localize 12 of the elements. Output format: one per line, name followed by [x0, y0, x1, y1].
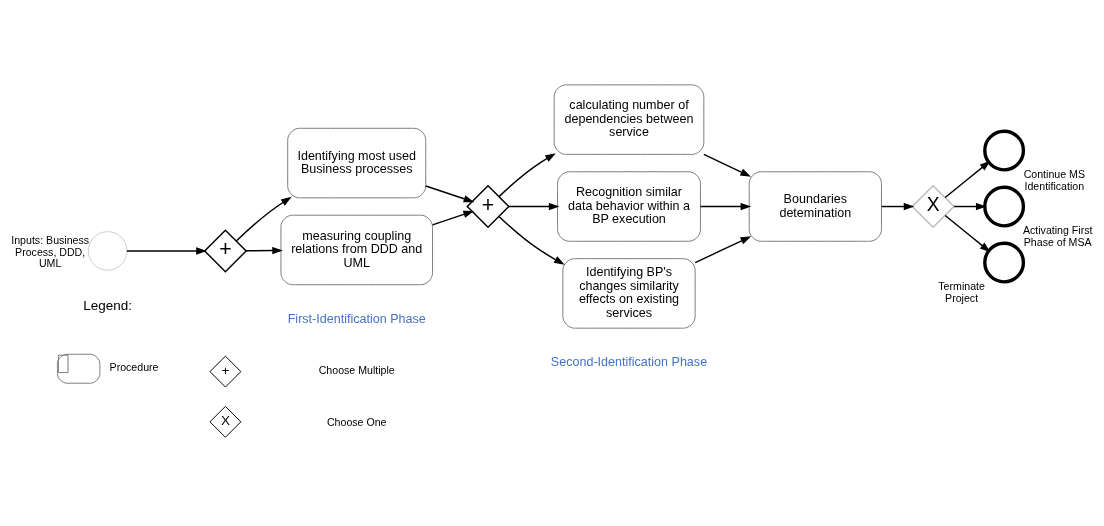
label: X: [220, 413, 230, 429]
legend-label: Choose One: [326, 416, 387, 429]
legend-label: Procedure: [109, 361, 159, 374]
label: First-Identification Phase: [287, 311, 426, 326]
label: Legend:: [83, 297, 133, 313]
node-label: Inputs: Business Process, DDD, UML: [11, 233, 90, 270]
label: +: [221, 363, 230, 379]
node-label: Activating First Phase of MSA: [1022, 224, 1093, 248]
legend-label: Choose Multiple: [318, 364, 395, 377]
label: Second-Identification Phase: [550, 355, 708, 370]
node-label: Terminate Project: [938, 280, 985, 304]
node-label: Continue MS Identification: [1023, 168, 1085, 192]
